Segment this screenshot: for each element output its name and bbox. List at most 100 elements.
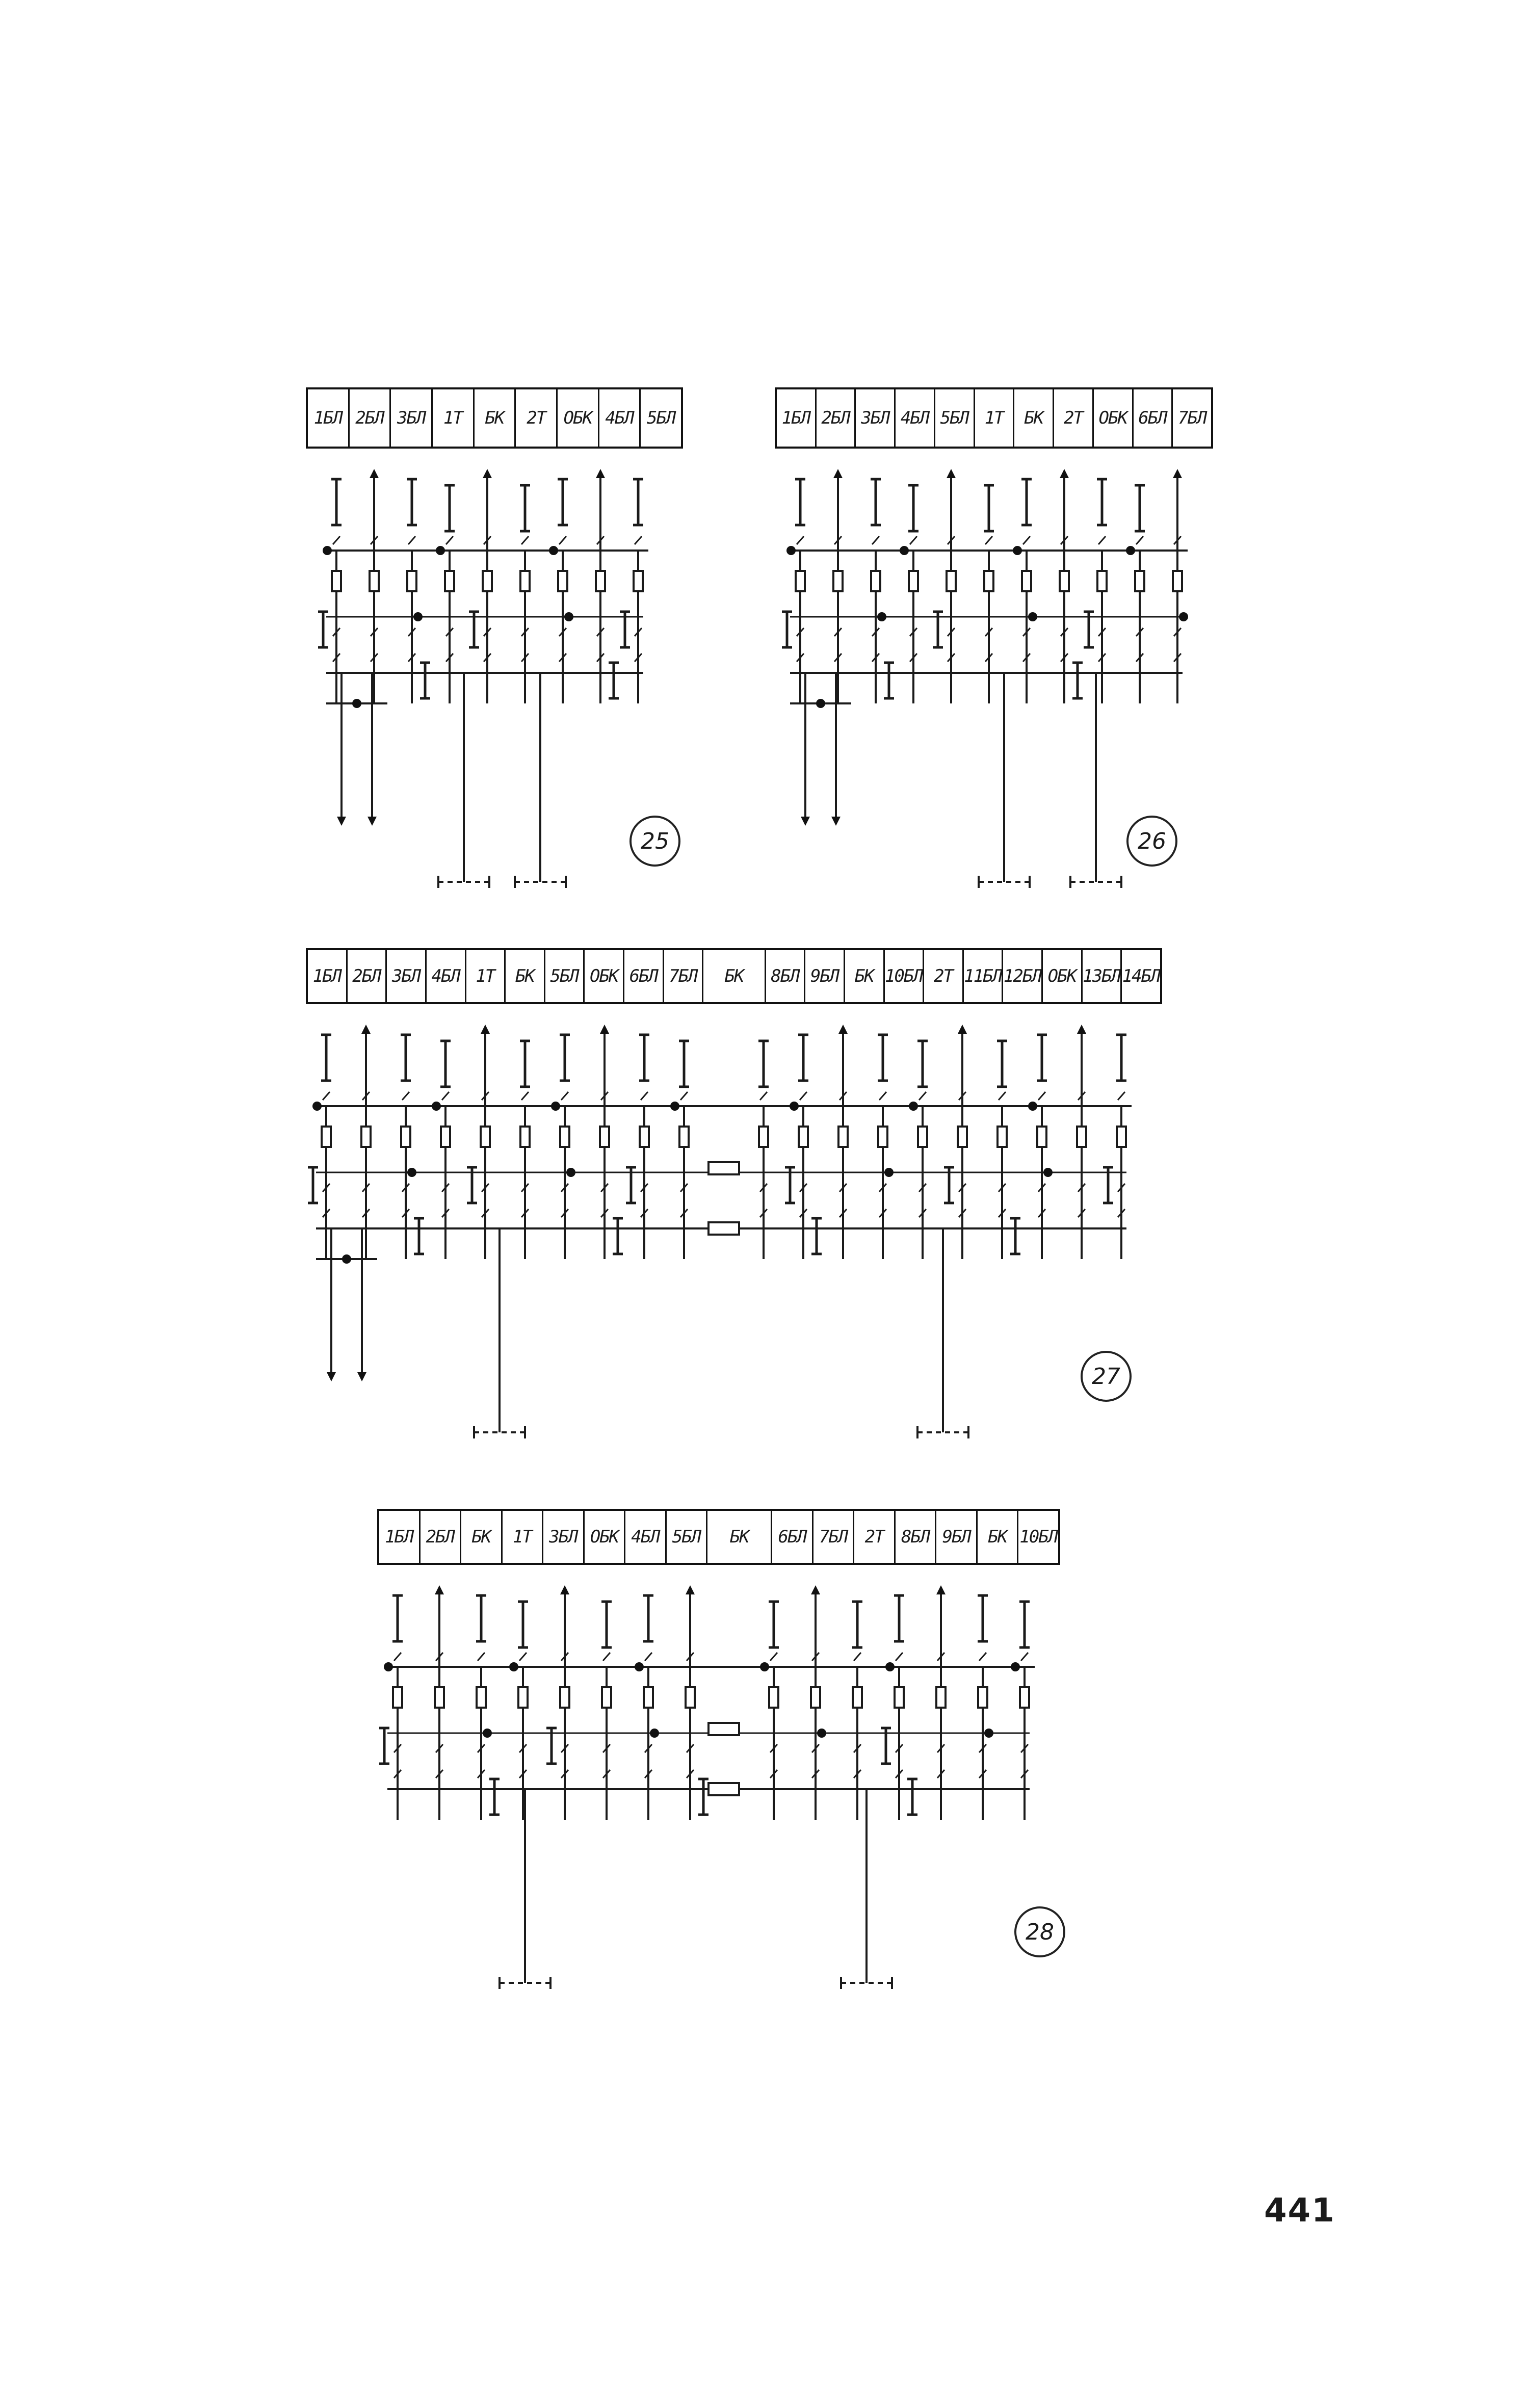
- contact-tick: [936, 1769, 946, 1778]
- contact-tick: [634, 536, 643, 545]
- contact-tick: [998, 1183, 1007, 1192]
- resistor-symbol: [877, 1126, 888, 1148]
- contact-tick: [1097, 536, 1107, 545]
- resistor-symbol: [768, 1686, 779, 1709]
- contact-tick: [918, 1091, 927, 1101]
- fig26-number-label: 26: [1126, 816, 1177, 867]
- contact-tick: [853, 1744, 862, 1753]
- resistor-symbol: [870, 570, 881, 592]
- contact-tick: [520, 1091, 530, 1101]
- resistor-symbol: [392, 1686, 403, 1709]
- contact-tick: [600, 1209, 609, 1218]
- contact-tick: [947, 536, 956, 545]
- resistor-symbol: [519, 1126, 531, 1148]
- junction-dot: [884, 1168, 894, 1177]
- contact-tick: [984, 653, 993, 662]
- arrow-up-icon: [936, 1585, 946, 1594]
- junction-dot: [909, 1102, 918, 1111]
- coupler-resistor: [707, 1782, 740, 1796]
- resistor-symbol: [406, 570, 417, 592]
- contact-tick: [370, 627, 379, 637]
- fig28-header-cell: 7БЛ: [814, 1511, 855, 1563]
- fig27-header-cell: 14БЛ: [1122, 966, 1160, 986]
- contact-tick: [560, 1209, 569, 1218]
- fig28-header-cell: 3БЛ: [543, 1511, 585, 1563]
- junction-dot: [1028, 612, 1037, 621]
- contact-tick: [520, 1209, 530, 1218]
- arrow-up-icon: [560, 1585, 569, 1594]
- contact-tick: [361, 1183, 371, 1192]
- junction-dot: [323, 546, 332, 555]
- fig27-header-cell: БК: [506, 950, 545, 1002]
- junction-dot: [816, 699, 825, 708]
- resistor-symbol: [837, 1126, 849, 1148]
- contact-tick: [769, 1769, 778, 1778]
- contact-tick: [799, 1091, 808, 1101]
- contact-tick: [796, 653, 805, 662]
- resistor-symbol: [557, 570, 568, 592]
- junction-dot: [817, 1729, 826, 1738]
- arrow-up-icon: [686, 1585, 695, 1594]
- junction-dot: [342, 1254, 351, 1264]
- contact-tick: [518, 1744, 528, 1753]
- contact-tick: [759, 1183, 768, 1192]
- resistor-symbol: [1076, 1126, 1087, 1148]
- resistor-symbol: [331, 570, 342, 592]
- fig28-header-cell: БК: [978, 1511, 1019, 1563]
- contact-tick: [634, 653, 643, 662]
- resistor-symbol: [360, 1126, 372, 1148]
- resistor-symbol: [1096, 570, 1108, 592]
- contact-tick: [477, 1744, 486, 1753]
- contact-tick: [958, 1091, 967, 1101]
- fig28-header-cell: 4БЛ: [625, 1511, 667, 1563]
- fig26-header-cell: 2БЛ: [817, 389, 856, 447]
- contact-tick: [518, 1769, 528, 1778]
- resistor-symbol: [1116, 1126, 1127, 1148]
- contact-tick: [1022, 653, 1031, 662]
- junction-dot: [885, 1662, 895, 1671]
- arrow-up-icon: [435, 1585, 444, 1594]
- arrow-up-icon: [483, 469, 492, 478]
- resistor-symbol: [400, 1126, 411, 1148]
- fig27-header-cell: 6БЛ: [624, 950, 664, 1002]
- junction-dot: [1126, 546, 1135, 555]
- fig28-number-label: 28: [1014, 1906, 1065, 1957]
- fig26-header-cell: 7БЛ: [1178, 408, 1207, 428]
- contact-tick: [1135, 536, 1144, 545]
- contact-tick: [520, 653, 530, 662]
- resistor-symbol: [633, 570, 644, 592]
- contact-tick: [481, 1209, 490, 1218]
- arrow-up-icon: [947, 469, 956, 478]
- contact-tick: [407, 653, 416, 662]
- contact-tick: [811, 1652, 820, 1661]
- fig28-header-cell: 1БЛ: [379, 1511, 421, 1563]
- contact-tick: [602, 1652, 611, 1661]
- contact-tick: [560, 1183, 569, 1192]
- resistor-symbol: [996, 1126, 1008, 1148]
- fig28-circuit-scheme: [379, 1585, 1035, 1989]
- contact-tick: [947, 653, 956, 662]
- fig25-header-table: 1БЛ 2БЛ 3БЛ 1Т БК 2Т ОБК 4БЛ 5БЛ: [306, 387, 683, 449]
- junction-dot: [483, 1729, 492, 1738]
- contact-tick: [978, 1652, 987, 1661]
- junction-dot: [1179, 612, 1188, 621]
- resistor-symbol: [894, 1686, 905, 1709]
- fig27-header-cell: ОБК: [1043, 950, 1083, 1002]
- contact-tick: [1173, 627, 1182, 637]
- resistor-symbol: [482, 570, 493, 592]
- resistor-symbol: [559, 1686, 570, 1709]
- fig25-header-cell: ОБК: [558, 389, 599, 447]
- fig27-header-cell: 2БЛ: [348, 950, 387, 1002]
- contact-tick: [483, 627, 492, 637]
- contact-tick: [441, 1209, 450, 1218]
- junction-dot: [900, 546, 909, 555]
- resistor-symbol: [476, 1686, 487, 1709]
- contact-tick: [332, 653, 341, 662]
- contact-tick: [984, 536, 993, 545]
- arrow-down-icon: [327, 1372, 336, 1381]
- resistor-symbol: [983, 570, 994, 592]
- contact-tick: [370, 653, 379, 662]
- contact-tick: [871, 653, 880, 662]
- contact-tick: [686, 1744, 695, 1753]
- resistor-symbol: [1036, 1126, 1047, 1148]
